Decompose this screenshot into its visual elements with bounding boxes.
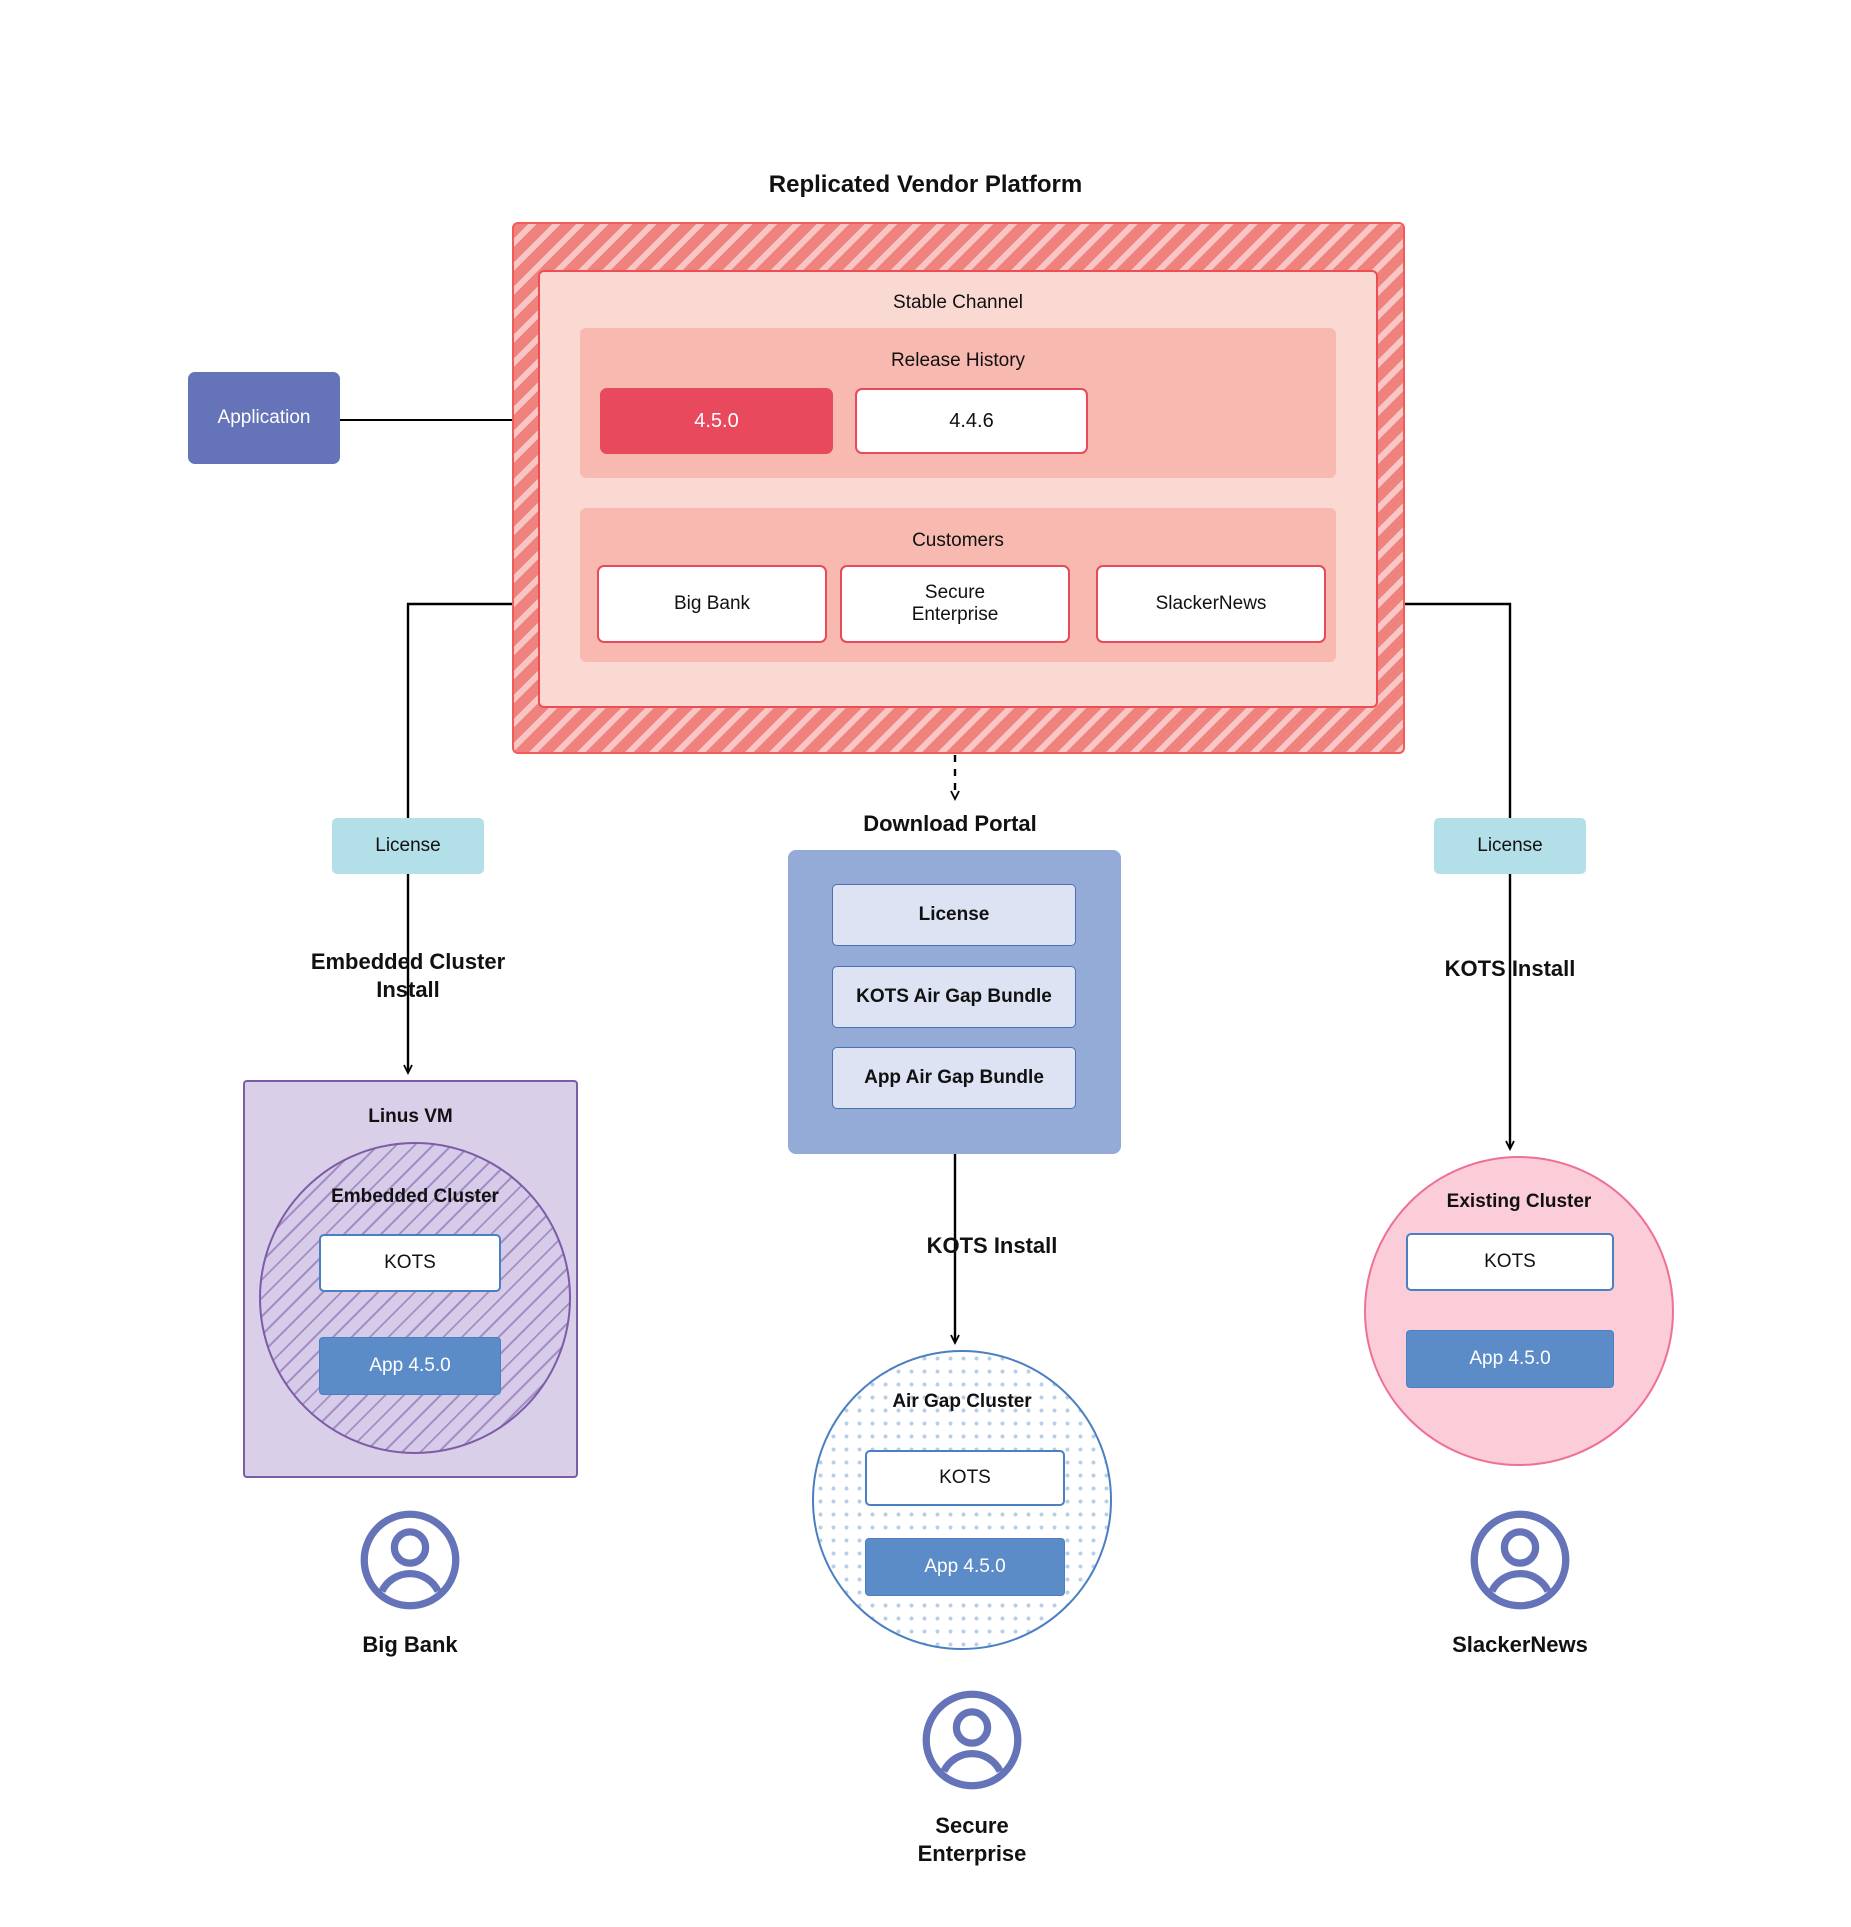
license-chip-left[interactable]: License bbox=[332, 818, 484, 874]
page-title: Replicated Vendor Platform bbox=[768, 171, 1083, 198]
linus-vm-label: Linus VM bbox=[368, 1106, 453, 1127]
install-label-kots-existing: KOTS Install bbox=[1444, 956, 1576, 981]
embedded-cluster-circle bbox=[259, 1142, 571, 1454]
install-label-kots-airgap: KOTS Install bbox=[926, 1233, 1058, 1258]
existing-cluster-label: Existing Cluster bbox=[1446, 1191, 1592, 1212]
app-node-airgap[interactable]: App 4.5.0 bbox=[865, 1538, 1065, 1596]
actor-label-secure-enterprise: Secure Enterprise bbox=[917, 1813, 1027, 1867]
customer-card-slackernews[interactable]: SlackerNews bbox=[1096, 565, 1326, 643]
actor-label-slackernews: SlackerNews bbox=[1452, 1632, 1588, 1657]
release-card-current[interactable]: 4.5.0 bbox=[600, 388, 833, 454]
stable-channel-label: Stable Channel bbox=[893, 292, 1023, 313]
customers-label: Customers bbox=[912, 530, 1004, 551]
user-avatar-icon bbox=[360, 1510, 460, 1610]
existing-cluster-circle bbox=[1364, 1156, 1674, 1466]
portal-item-kots-air-gap-bundle[interactable]: KOTS Air Gap Bundle bbox=[832, 966, 1076, 1028]
application-node[interactable]: Application bbox=[188, 372, 340, 464]
app-node-existing[interactable]: App 4.5.0 bbox=[1406, 1330, 1614, 1388]
embedded-cluster-label: Embedded Cluster bbox=[331, 1186, 499, 1207]
user-avatar-icon bbox=[922, 1690, 1022, 1790]
release-card-previous[interactable]: 4.4.6 bbox=[855, 388, 1088, 454]
release-history-label: Release History bbox=[890, 350, 1026, 371]
customer-card-secure-enterprise[interactable]: Secure Enterprise bbox=[840, 565, 1070, 643]
license-chip-right[interactable]: License bbox=[1434, 818, 1586, 874]
install-label-embedded-cluster: Embedded Cluster Install bbox=[310, 949, 506, 1003]
customer-card-big-bank[interactable]: Big Bank bbox=[597, 565, 827, 643]
app-node-embedded[interactable]: App 4.5.0 bbox=[319, 1337, 501, 1395]
download-portal-title: Download Portal bbox=[863, 811, 1037, 836]
portal-item-license[interactable]: License bbox=[832, 884, 1076, 946]
portal-item-app-air-gap-bundle[interactable]: App Air Gap Bundle bbox=[832, 1047, 1076, 1109]
kots-node-embedded[interactable]: KOTS bbox=[319, 1234, 501, 1292]
kots-node-airgap[interactable]: KOTS bbox=[865, 1450, 1065, 1506]
user-avatar-icon bbox=[1470, 1510, 1570, 1610]
actor-label-big-bank: Big Bank bbox=[362, 1632, 458, 1657]
kots-node-existing[interactable]: KOTS bbox=[1406, 1233, 1614, 1291]
air-gap-cluster-label: Air Gap Cluster bbox=[892, 1391, 1032, 1412]
